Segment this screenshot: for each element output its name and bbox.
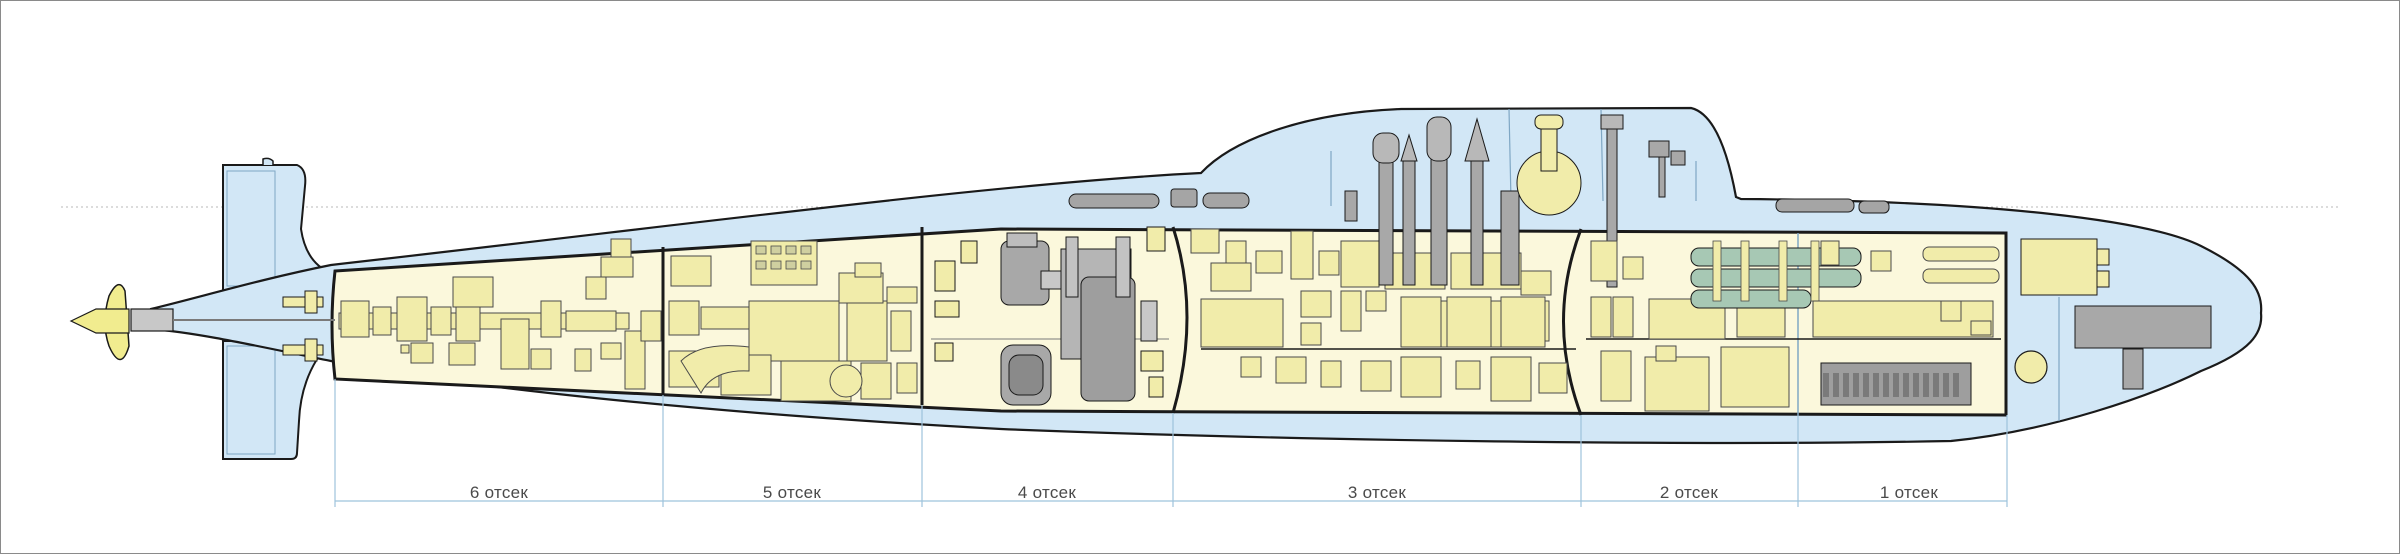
compartment-2-equipment — [1590, 240, 1790, 412]
rudder-panel-bottom — [226, 345, 276, 455]
deck-fairing — [1170, 188, 1198, 208]
shaft-housing — [130, 308, 174, 332]
sonar-array — [2074, 305, 2212, 349]
deck-fairing — [1775, 198, 1855, 213]
antenna-stub — [262, 157, 274, 165]
bow-hatch — [2014, 350, 2048, 384]
compartment-6-equipment — [338, 238, 662, 390]
compartment-5-panel — [755, 245, 812, 270]
torpedo-brackets — [1712, 240, 1820, 302]
compartment-1-equipment — [1812, 240, 2000, 338]
stern-plane-actuators — [282, 290, 324, 362]
deck-fairing — [1858, 200, 1890, 214]
compartment-dimension-lines — [334, 379, 2008, 507]
deck-fairing — [1068, 193, 1160, 209]
battery-cells — [1823, 373, 1959, 397]
sonar-mount — [2122, 348, 2144, 390]
deck-fairing — [1202, 192, 1250, 209]
masts-periscopes — [1344, 114, 1686, 288]
control-room-panels — [1400, 296, 1546, 348]
compartment-6-label: 6 отсек — [469, 483, 529, 502]
compartment-1-label: 1 отсек — [1879, 483, 1939, 502]
sail-line — [1508, 108, 1512, 202]
propeller-hub — [69, 308, 130, 334]
compartment-3-label: 3 отсек — [1347, 483, 1407, 502]
bulkhead-4-3 — [1171, 226, 1189, 414]
bulkhead-3-2 — [1562, 228, 1583, 416]
compartment-5-label: 5 отсек — [762, 483, 822, 502]
compartment-4-label: 4 отсек — [1017, 483, 1077, 502]
reactor-compartment-equipment — [934, 226, 1166, 406]
compartment-2-label: 2 отсек — [1659, 483, 1719, 502]
compartment-5-equipment — [668, 240, 918, 402]
